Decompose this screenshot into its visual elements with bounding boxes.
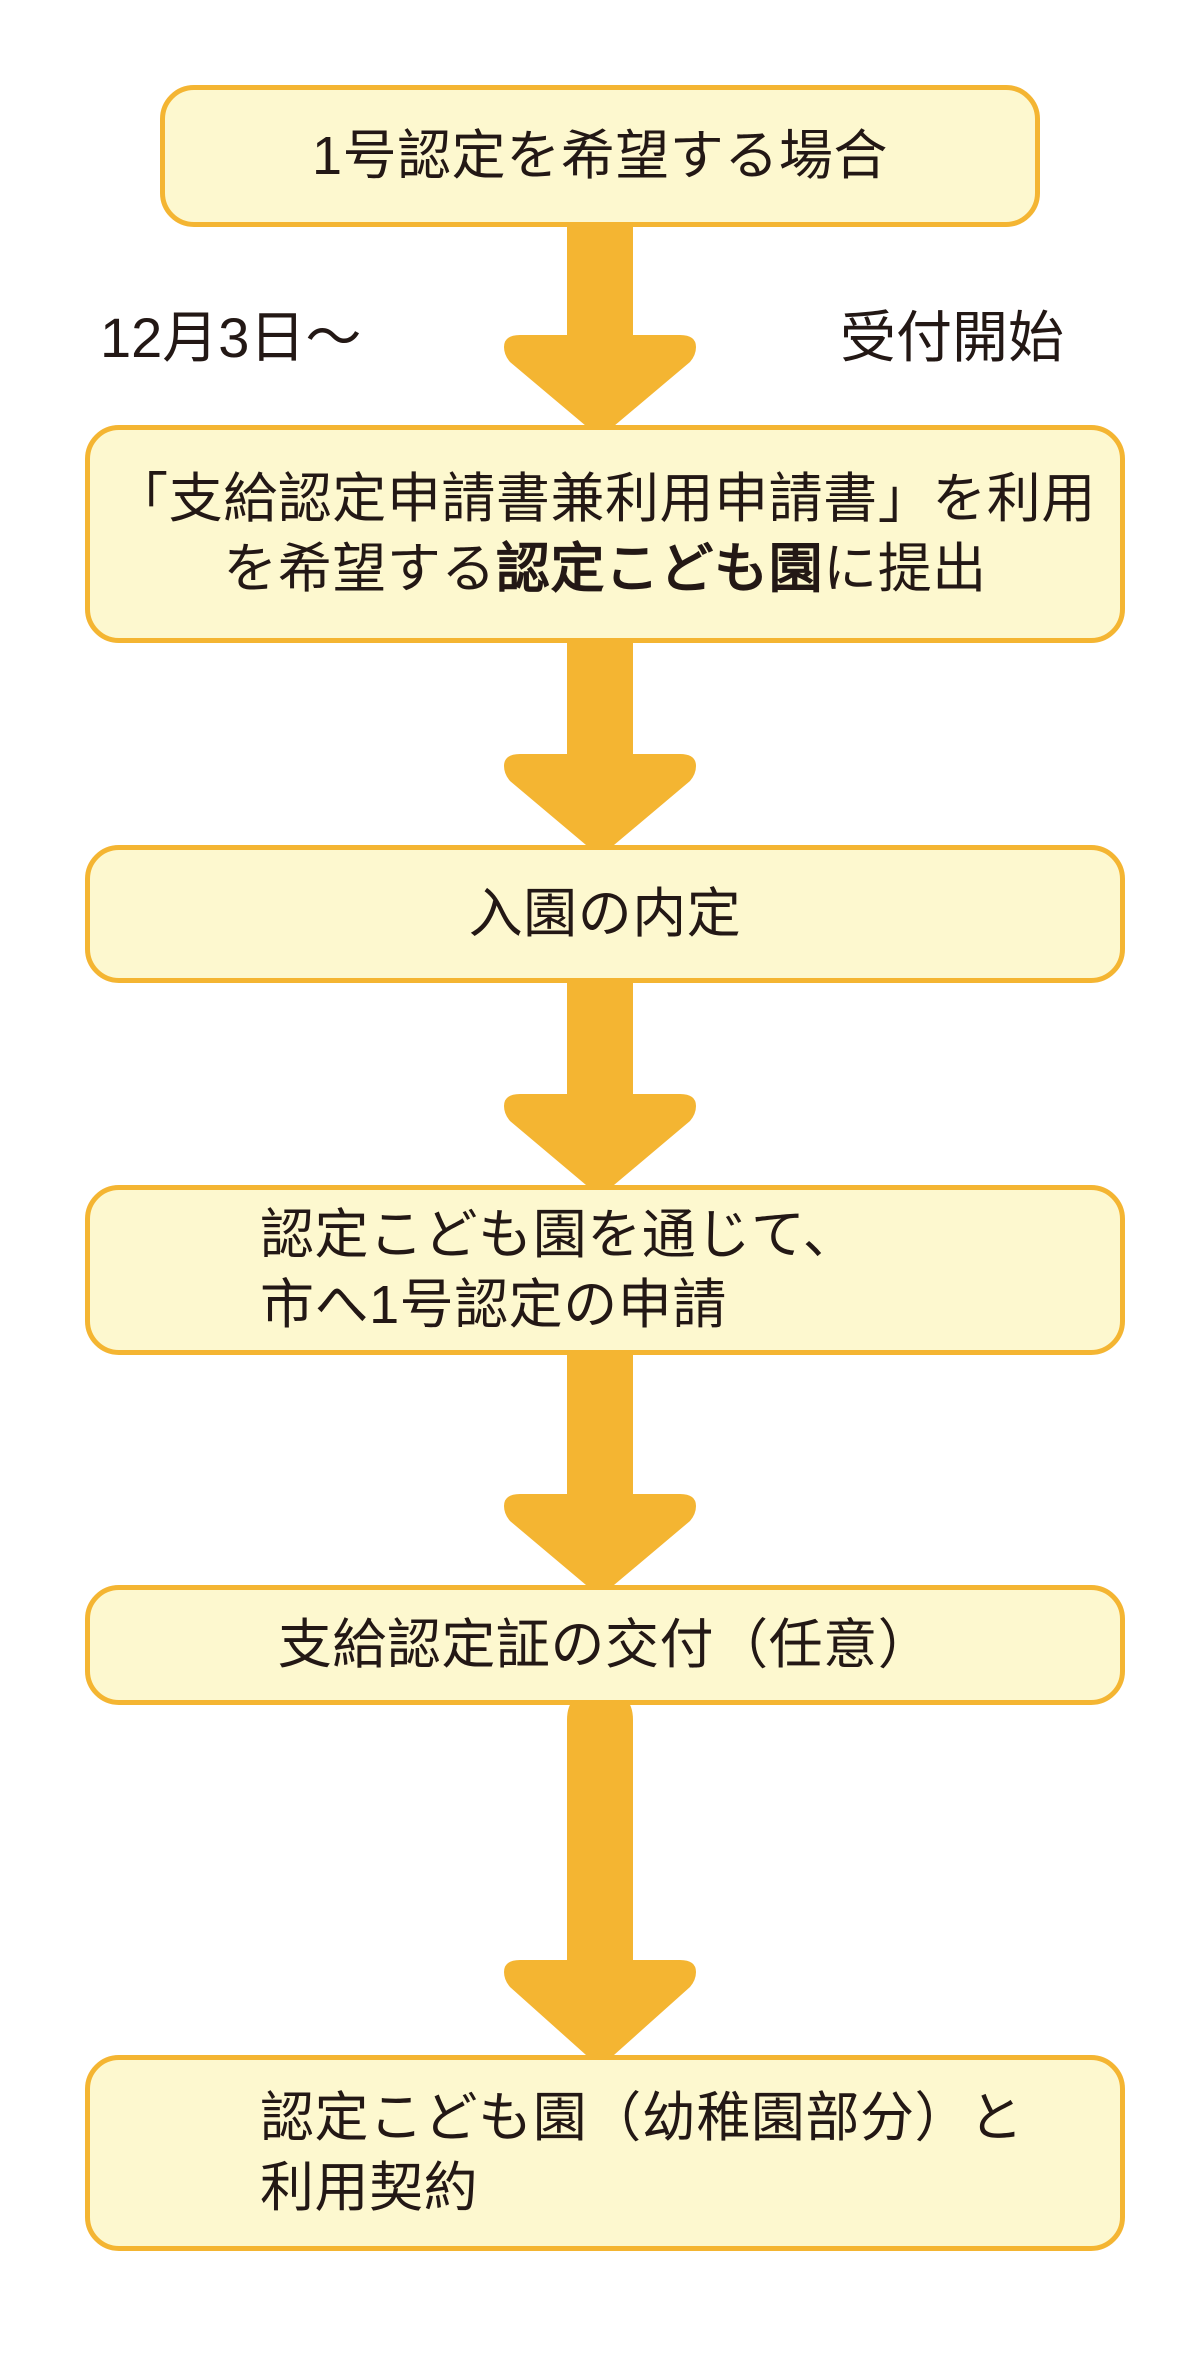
- flow-node-1-label: 1号認定を希望する場合: [312, 125, 888, 186]
- flow-node-3: 入園の内定: [85, 845, 1125, 983]
- flow-node-6: 認定こども園（幼稚園部分）と 利用契約: [85, 2055, 1125, 2251]
- flow-node-2-label-part-2: に提出: [823, 539, 987, 599]
- flow-node-2-label: 「支給認定申請書兼利用申請書」を利用 を希望する認定こども園に提出: [90, 464, 1120, 604]
- caption-reception-start: 受付開始: [840, 306, 1064, 369]
- down-arrow-long-icon: [504, 1690, 696, 2061]
- flow-node-6-label: 認定こども園（幼稚園部分）と 利用契約: [260, 2087, 1024, 2218]
- down-arrow-icon: [504, 972, 696, 1191]
- caption-start-date: 12月3日～: [100, 306, 362, 369]
- flow-node-2: 「支給認定申請書兼利用申請書」を利用 を希望する認定こども園に提出: [85, 425, 1125, 643]
- flow-arrow-2: [504, 632, 696, 854]
- flow-node-5-label: 支給認定証の交付（任意）: [277, 1614, 933, 1675]
- flow-arrow-5: [504, 1690, 696, 2066]
- flow-node-4: 認定こども園を通じて、 市へ1号認定の申請: [85, 1185, 1125, 1355]
- flow-node-4-label: 認定こども園を通じて、 市へ1号認定の申請: [260, 1204, 858, 1335]
- flow-arrow-1: [504, 215, 696, 435]
- down-arrow-icon: [504, 632, 696, 851]
- flow-node-1: 1号認定を希望する場合: [160, 85, 1040, 227]
- flow-arrow-3: [504, 972, 696, 1194]
- flow-node-3-label: 入園の内定: [468, 883, 742, 944]
- flow-node-5: 支給認定証の交付（任意）: [85, 1585, 1125, 1705]
- down-arrow-icon: [504, 1344, 696, 1591]
- flow-node-2-label-emphasis: 認定こども園: [495, 539, 824, 599]
- down-arrow-icon: [504, 215, 696, 432]
- flow-node-2-label-part-1: 「支給認定申請書兼利用申請書」を利用 を希望する: [114, 468, 1096, 599]
- flow-arrow-4: [504, 1344, 696, 1594]
